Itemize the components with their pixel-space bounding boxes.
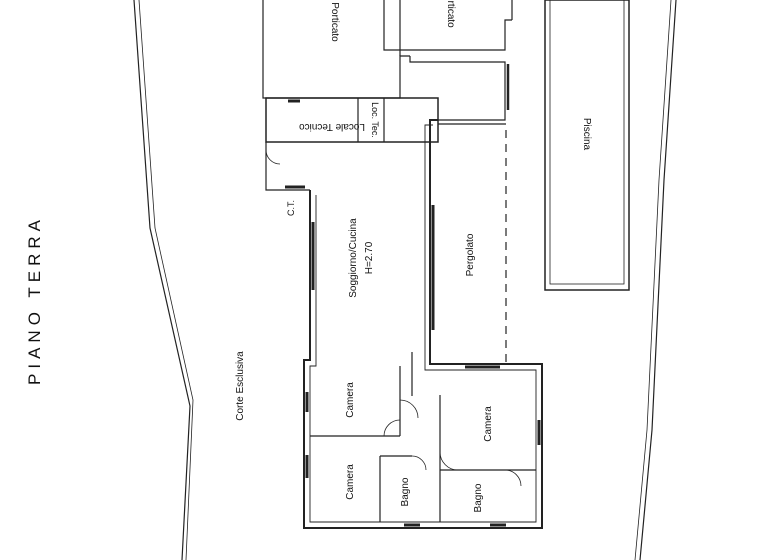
room-label-soggiorno-height: H=2.70 — [364, 241, 375, 274]
door-swing-4 — [411, 455, 427, 471]
locale-tecnico-text: Locale Tecnico — [299, 121, 365, 132]
room-label-bagno-2: Bagno — [473, 483, 484, 512]
room-label-camera-3: Camera — [345, 464, 356, 500]
room-label-porticato-left: Porticato — [329, 2, 340, 42]
right-boundary-line — [639, 0, 677, 560]
door-swing-1 — [399, 399, 419, 419]
floor-title: PIANO TERRA — [25, 215, 44, 385]
room-label-bagno-1: Bagno — [400, 477, 411, 506]
locale-tecnico-outline — [265, 97, 439, 143]
hallway-walls — [409, 56, 506, 121]
left-boundary-line-inner — [138, 0, 194, 560]
room-label-camera-2: Camera — [483, 406, 494, 442]
room-label-piscina: Piscina — [581, 118, 592, 151]
piscina-inner — [549, 0, 625, 285]
room-label-porticato-right: Porticato — [445, 0, 456, 28]
room-label-locale-tecnico: Locale Tecnico — [299, 121, 365, 132]
house-outer-wall-inner — [309, 124, 537, 523]
room-label-loc-tec: Loc. Tec. — [370, 102, 380, 138]
piscina-outline — [544, 0, 630, 291]
room-label-ct: C.T. — [286, 200, 296, 216]
door-swing-5 — [504, 469, 522, 487]
left-boundary-line — [133, 0, 191, 560]
room-label-soggiorno: Soggiorno/Cucina — [348, 218, 359, 298]
door-swing-3 — [439, 451, 459, 471]
door-swing-6 — [265, 149, 281, 165]
yard-label: Corte Esclusiva — [235, 351, 246, 421]
plan-lines — [133, 0, 677, 560]
room-label-camera-1: Camera — [345, 382, 356, 418]
house-outer-wall — [303, 119, 543, 529]
ct-walls — [265, 142, 310, 191]
porticato-right-walls — [383, 0, 512, 51]
door-swing-2 — [383, 419, 401, 437]
room-label-pergolato: Pergolato — [465, 233, 476, 276]
right-boundary-line-inner — [634, 0, 672, 560]
